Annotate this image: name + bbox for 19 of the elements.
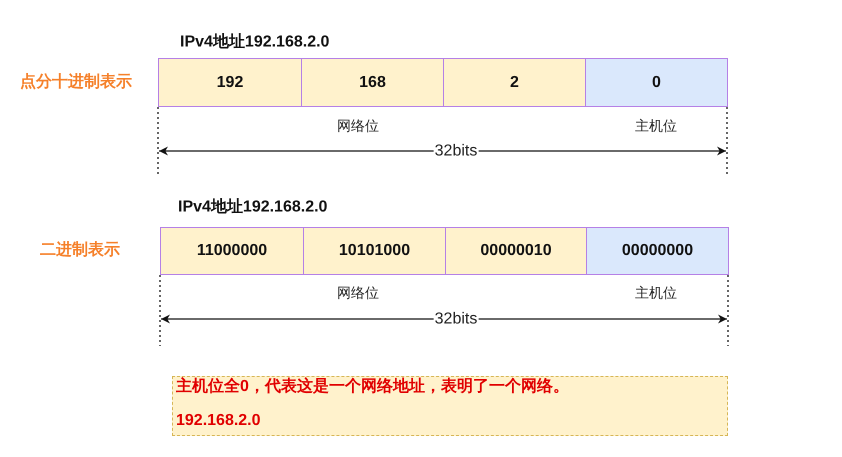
segment-label: 网络位 xyxy=(337,118,379,134)
octet-cell: 2 xyxy=(443,58,586,107)
note-text: 192.168.2.0 xyxy=(176,411,261,430)
note-text: 主机位全0，代表这是一个网络地址，表明了一个网络。 xyxy=(176,377,569,396)
segment-label: 网络位 xyxy=(337,284,379,302)
segment-label: 主机位 xyxy=(635,284,677,302)
segment-label: 主机位 xyxy=(635,118,677,134)
octet-cell: 10101000 xyxy=(303,227,446,275)
heading: IPv4地址192.168.2.0 xyxy=(178,197,328,217)
octet-cell: 192 xyxy=(158,58,302,107)
heading: IPv4地址192.168.2.0 xyxy=(180,32,330,52)
octet-cell: 168 xyxy=(301,58,444,107)
octet-cell: 0 xyxy=(585,58,728,107)
octet-cell: 00000000 xyxy=(586,227,729,275)
row-label: 二进制表示 xyxy=(40,240,120,260)
octet-cell: 11000000 xyxy=(160,227,304,275)
row-label: 点分十进制表示 xyxy=(20,72,132,92)
note-box xyxy=(172,376,728,436)
octet-cell: 00000010 xyxy=(445,227,587,275)
